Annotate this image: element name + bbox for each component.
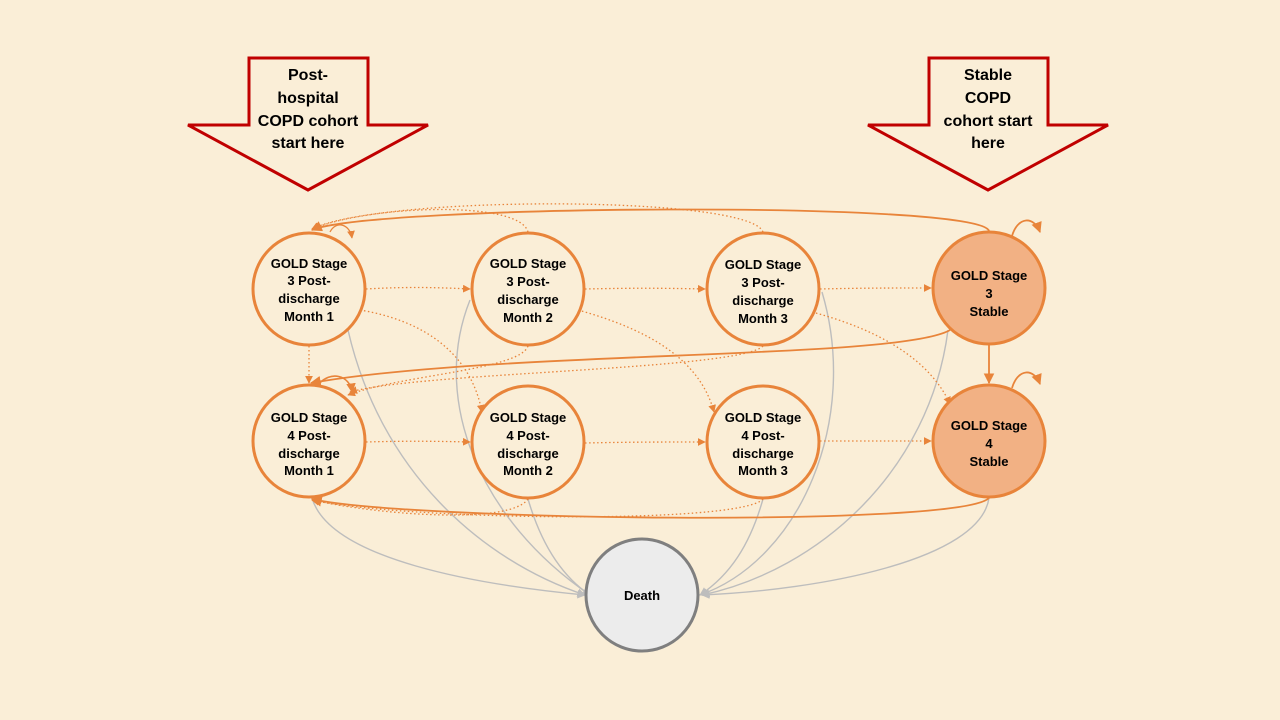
death-transition-from-g4m2 <box>527 498 591 596</box>
death-transition-from-g4m3 <box>699 498 764 596</box>
node-g3s: GOLD Stage 3 Stable <box>931 230 1047 346</box>
node-g4m3-line-1: GOLD Stage <box>725 410 802 425</box>
node-g3m2: GOLD Stage 3 Post- discharge Month 2 <box>470 231 586 347</box>
post-hospital-label-line-4: start here <box>272 135 345 152</box>
transition-g3m1-to-g4m1 <box>329 224 355 239</box>
node-g3m2-line-3: discharge <box>497 292 558 307</box>
transition-g3m2-to-g4m1 <box>347 345 529 397</box>
node-g3m1: GOLD Stage 3 Post- discharge Month 1 <box>251 231 367 347</box>
node-g3m1-line-2: 3 Post- <box>287 273 330 288</box>
node-g3m2-line-4: Month 2 <box>503 310 553 325</box>
node-death: Death <box>584 537 700 653</box>
post-hospital-start-arrow: Post- hospital COPD cohort start here <box>187 56 429 192</box>
post-hospital-label-line-2: hospital <box>277 90 338 107</box>
transition-g3m3-to-g4s <box>811 311 951 405</box>
transition-g4s-to-g4m1 <box>310 495 990 519</box>
node-death-label: Death <box>624 588 660 603</box>
node-g3m3-line-4: Month 3 <box>738 311 788 326</box>
death-transition-from-g3s <box>701 329 949 598</box>
node-g3m2-line-1: GOLD Stage <box>490 256 567 271</box>
stable-label-line-1: Stable <box>964 67 1012 84</box>
transition-g3m2-to-g3m3 <box>584 284 706 293</box>
transition-g3m3-to-g3m1 <box>311 203 764 233</box>
transition-g4m3-to-g4m1 <box>311 497 764 518</box>
death-transition-from-g4s <box>701 497 990 599</box>
node-g3m3-line-1: GOLD Stage <box>725 257 802 272</box>
node-g4m2-line-1: GOLD Stage <box>490 410 567 425</box>
transition-g3s-to-g4m1 <box>309 329 951 387</box>
node-g4s-line-1: GOLD Stage <box>951 418 1028 433</box>
node-g4m2-line-3: discharge <box>497 446 558 461</box>
state-transition-lines <box>305 203 1042 519</box>
stable-start-arrow: Stable COPD cohort start here <box>867 56 1109 192</box>
transition-g4s-to-g4s <box>1011 371 1042 389</box>
node-g4m3-line-4: Month 3 <box>738 463 788 478</box>
transition-g3m1-to-g4m2 <box>359 309 485 413</box>
stable-label-line-2: COPD <box>965 90 1011 107</box>
node-g4m1: GOLD Stage 4 Post- discharge Month 1 <box>251 383 367 499</box>
node-g4m3-line-2: 4 Post- <box>741 428 784 443</box>
node-g4s-line-2: 4 <box>985 436 993 451</box>
transition-g3m2-to-g4m3 <box>577 309 716 413</box>
node-g3m1-line-4: Month 1 <box>284 309 334 324</box>
node-g3s-line-3: Stable <box>969 304 1008 319</box>
post-hospital-label-line-3: COPD cohort <box>258 113 359 130</box>
death-transition-from-g3m3 <box>699 291 835 597</box>
post-hospital-label-line-1: Post- <box>288 67 328 84</box>
node-g3s-line-1: GOLD Stage <box>951 268 1028 283</box>
transition-g3s-to-g3s <box>1011 219 1042 237</box>
node-g3m2-line-2: 3 Post- <box>506 274 549 289</box>
stable-label-line-4: here <box>971 135 1005 152</box>
node-g4s-line-3: Stable <box>969 454 1008 469</box>
node-g4m3-line-3: discharge <box>732 446 793 461</box>
node-g4m1-line-4: Month 1 <box>284 463 334 478</box>
transition-g4m2-to-g4m1 <box>311 497 529 516</box>
node-g4m2-line-4: Month 2 <box>503 463 553 478</box>
node-g4m3: GOLD Stage 4 Post- discharge Month 3 <box>705 384 821 500</box>
death-transition-from-g3m1 <box>347 329 586 597</box>
transition-g3m3-to-g3s <box>819 284 932 292</box>
transition-g4m1-to-g4m2 <box>365 437 471 446</box>
node-g3m3-line-2: 3 Post- <box>741 275 784 290</box>
node-g4m2: GOLD Stage 4 Post- discharge Month 2 <box>470 384 586 500</box>
death-transition-from-g4m1 <box>311 497 586 599</box>
transition-g3m3-to-g4m1 <box>349 345 764 394</box>
node-g3s-line-2: 3 <box>985 286 992 301</box>
transition-g3m1-to-g3m2 <box>365 284 471 293</box>
node-g4m1-line-2: 4 Post- <box>287 428 330 443</box>
node-g3m3: GOLD Stage 3 Post- discharge Month 3 <box>705 231 821 347</box>
stable-label-line-3: cohort start <box>944 113 1034 130</box>
transition-g3s-to-g3m1 <box>311 208 990 232</box>
death-transition-lines <box>311 291 990 599</box>
node-g3m1-line-1: GOLD Stage <box>271 256 348 271</box>
node-g4s: GOLD Stage 4 Stable <box>931 383 1047 499</box>
node-g4m2-line-2: 4 Post- <box>506 428 549 443</box>
node-g4m1-line-1: GOLD Stage <box>271 410 348 425</box>
node-g4m1-line-3: discharge <box>278 446 339 461</box>
node-g3m1-line-3: discharge <box>278 291 339 306</box>
transition-g4m2-to-g4m3 <box>584 438 706 446</box>
transition-g4m1-curl <box>317 375 356 393</box>
node-g3m3-line-3: discharge <box>732 293 793 308</box>
